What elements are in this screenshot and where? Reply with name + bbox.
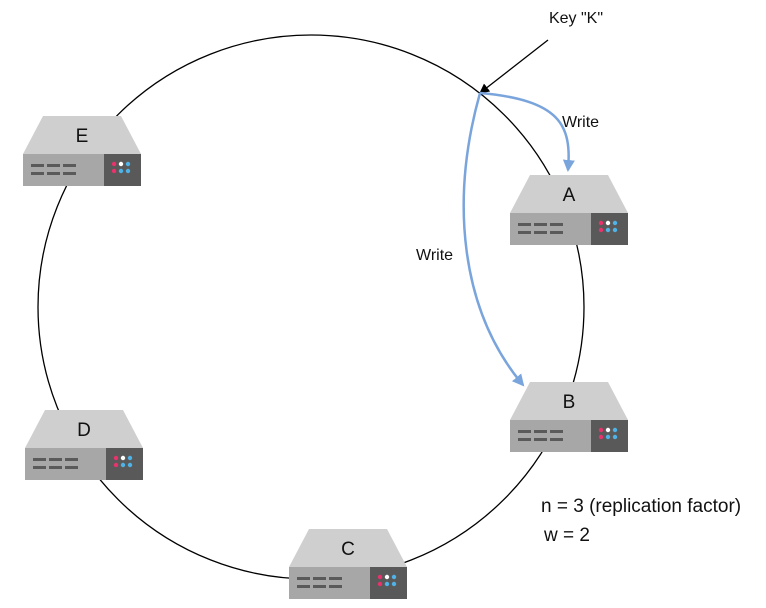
node-label-e: E — [76, 126, 89, 147]
write-label-a: Write — [562, 114, 599, 131]
write-arrow-to-b — [462, 92, 525, 387]
server-node-a: A — [510, 175, 628, 245]
server-node-d: D — [25, 410, 143, 480]
server-node-c: C — [289, 529, 407, 599]
server-node-e: E — [23, 116, 141, 186]
write-label-b: Write — [416, 247, 453, 264]
node-label-c: C — [341, 539, 355, 560]
write-quorum-note: w = 2 — [543, 525, 590, 546]
node-label-d: D — [77, 420, 91, 441]
key-label: Key "K" — [549, 10, 603, 27]
write-arrow-to-a — [479, 91, 575, 172]
server-node-b: B — [510, 382, 628, 452]
node-label-a: A — [563, 185, 576, 206]
key-arrow — [479, 39, 549, 94]
node-label-b: B — [563, 392, 576, 413]
replication-factor-note: n = 3 (replication factor) — [541, 496, 741, 517]
